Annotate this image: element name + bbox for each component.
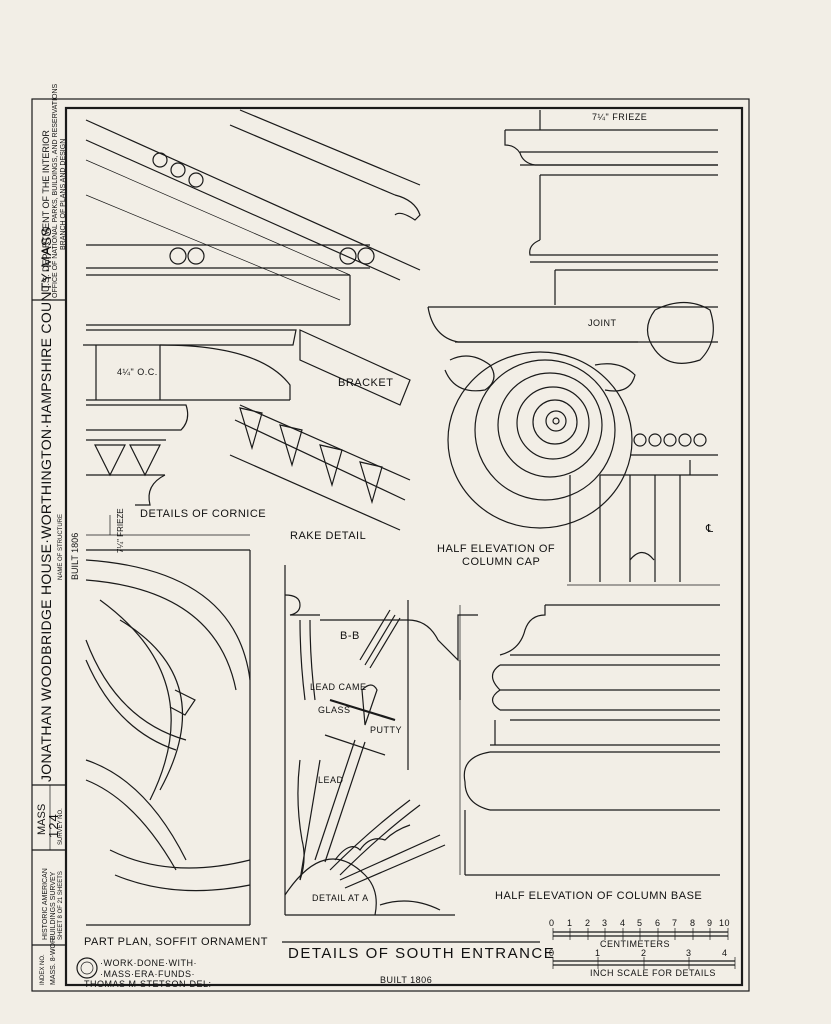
- inch-tick-label: 0: [549, 948, 555, 958]
- inch-tick-label: 4: [722, 948, 728, 958]
- cornice-drawing: [83, 109, 421, 536]
- agency-line-3: BRANCH OF PLANS AND DESIGN: [60, 138, 67, 250]
- wpa-line-2: ·MASS·ERA·FUNDS·: [100, 969, 195, 979]
- centerline-symbol: ℄: [706, 523, 714, 535]
- wpa-line-1: ·WORK·DONE·WITH·: [100, 958, 197, 968]
- lead-label: LEAD: [318, 775, 344, 785]
- cm-tick-label: 10: [719, 918, 731, 928]
- part-plan-label: PART PLAN, SOFFIT ORNAMENT: [84, 936, 268, 948]
- frieze-label-side: 7¼" FRIEZE: [116, 508, 125, 553]
- inch-tick-label: 3: [686, 948, 692, 958]
- sheet-info: SHEET 8 OF 21 SHEETS: [58, 871, 64, 940]
- inch-scale-label: INCH SCALE FOR DETAILS: [590, 968, 716, 978]
- column-base-drawing: [459, 604, 720, 876]
- cm-tick-label: 6: [655, 918, 661, 928]
- inch-scale-bar: [552, 957, 736, 969]
- section-bb-drawing: [284, 565, 478, 916]
- name-caption: NAME OF STRUCTURE: [58, 514, 64, 580]
- index-caption: INDEX NO.: [40, 954, 46, 985]
- half-elevation-base-label: HALF ELEVATION OF COLUMN BASE: [495, 890, 703, 902]
- column-cap-drawing: [427, 301, 720, 586]
- details-of-cornice-label: DETAILS OF CORNICE: [140, 508, 267, 520]
- rake-detail-drawing: [229, 329, 411, 531]
- cm-tick-label: 0: [549, 918, 555, 928]
- inner-border: [64, 106, 744, 987]
- outer-border: [31, 98, 750, 992]
- cm-tick-label: 8: [690, 918, 696, 928]
- bracket-label: BRACKET: [338, 377, 394, 389]
- cm-tick-label: 7: [672, 918, 678, 928]
- joint-label: JOINT: [588, 318, 617, 328]
- delineator-label: THOMAS M·STETSON·DEL:: [84, 979, 212, 989]
- cm-tick-label: 3: [602, 918, 608, 928]
- inch-tick-label: 1: [595, 948, 601, 958]
- putty-label: PUTTY: [370, 725, 403, 735]
- survey-number: 124: [46, 813, 61, 838]
- frieze-label-top: 7¼" FRIEZE: [592, 112, 648, 122]
- frieze-drawing: [504, 110, 718, 305]
- built-caption: BUILT 1806: [70, 532, 80, 580]
- main-title: DETAILS OF SOUTH ENTRANCE: [288, 945, 556, 962]
- era-seal: [76, 957, 98, 979]
- built-bottom-label: BUILT 1806: [380, 975, 433, 985]
- detail-at-a-label: DETAIL AT A: [312, 893, 369, 903]
- soffit-ornament-drawing: [85, 549, 251, 926]
- cm-tick-label: 1: [567, 918, 573, 928]
- oc-label: 4¼" O.C.: [117, 367, 158, 377]
- cm-tick-label: 5: [637, 918, 643, 928]
- metric-scale-bar: [552, 928, 729, 940]
- cm-tick-label: 2: [585, 918, 591, 928]
- half-elevation-cap-line2: COLUMN CAP: [462, 556, 541, 568]
- cm-tick-label: 9: [707, 918, 713, 928]
- half-elevation-cap-line1: HALF ELEVATION OF: [437, 543, 556, 555]
- glass-label: GLASS: [318, 705, 351, 715]
- habs-line-1: HISTORIC AMERICAN: [42, 868, 49, 940]
- lead-came-label: LEAD CAME: [310, 682, 367, 692]
- inch-tick-label: 2: [641, 948, 647, 958]
- cm-tick-label: 4: [620, 918, 626, 928]
- rake-detail-label: RAKE DETAIL: [290, 530, 367, 542]
- structure-name: JONATHAN WOODBRIDGE HOUSE·WORTHINGTON·HA…: [38, 226, 54, 782]
- index-value: MASS. 8-WOR: [50, 937, 57, 985]
- habs-line-2: BUILDINGS SURVEY: [50, 871, 57, 940]
- cm-scale-label: CENTIMETERS: [600, 939, 671, 949]
- section-bb-label: B-B: [340, 630, 360, 642]
